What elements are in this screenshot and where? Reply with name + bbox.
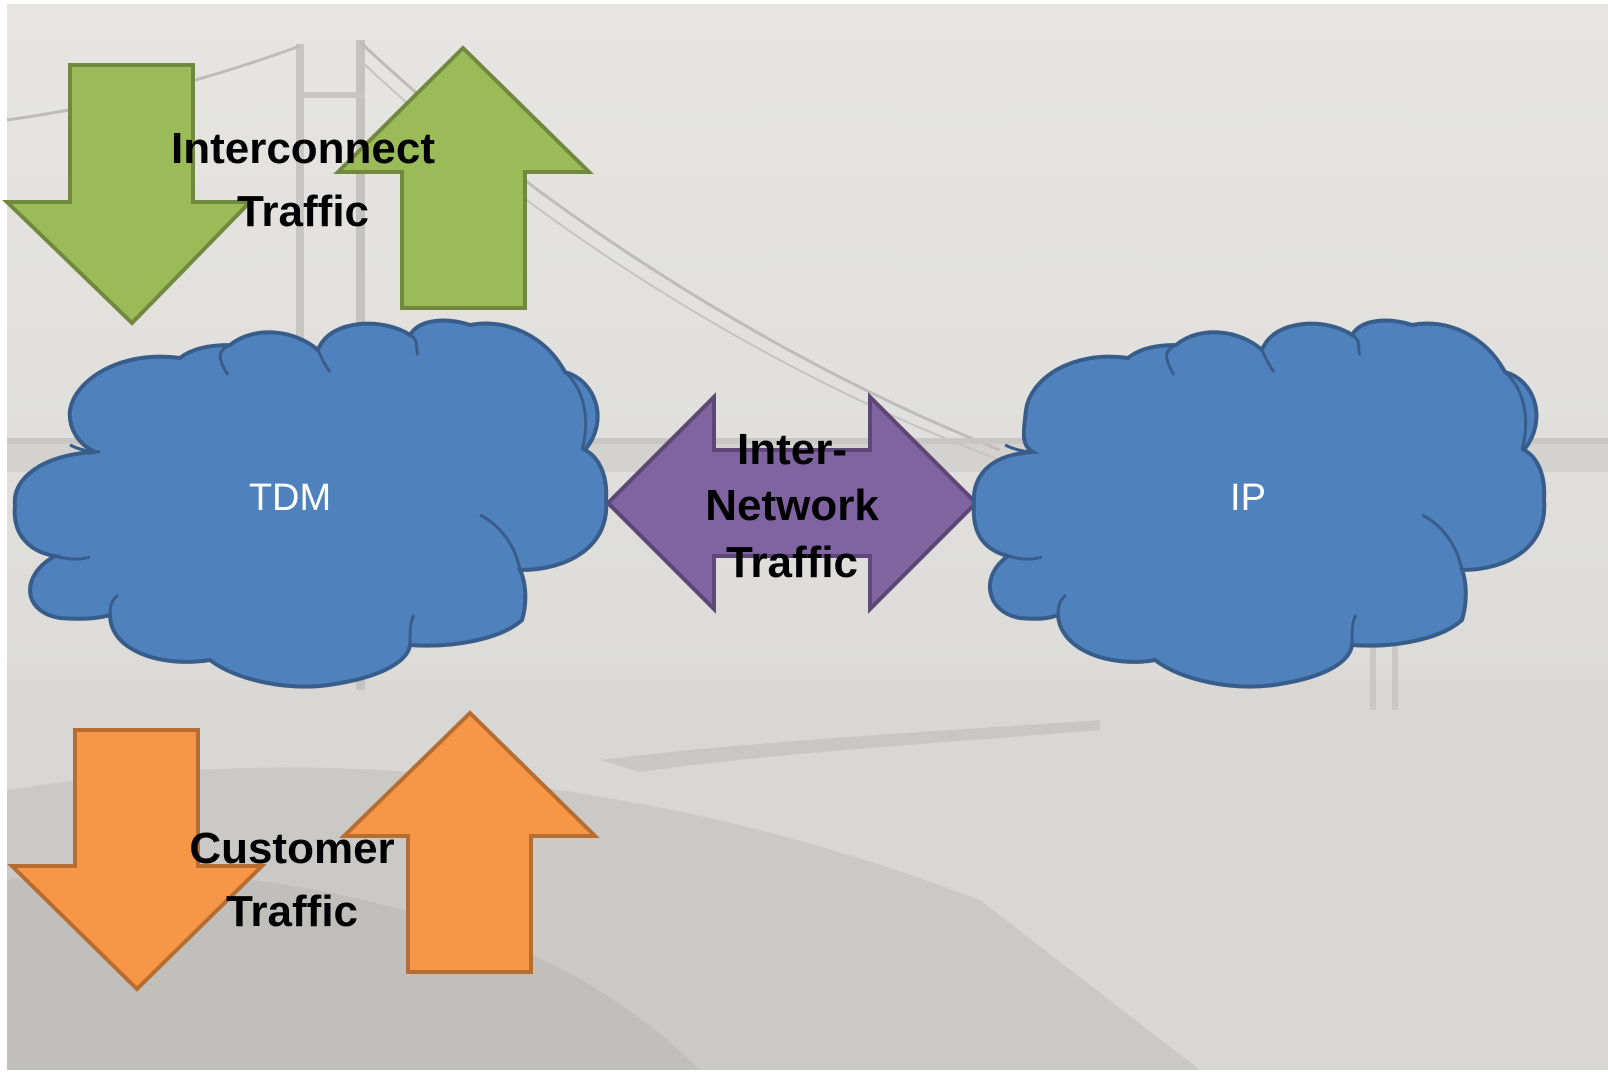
tdm-cloud-shape [12, 318, 609, 689]
interconnect-label-line2: Traffic [237, 187, 369, 236]
customer-traffic-group: Customer Traffic [7, 710, 600, 992]
interconnect-label-line1: Interconnect [171, 124, 435, 173]
ip-label: IP [1230, 477, 1266, 519]
inter-network-label-line2: Network [705, 481, 879, 530]
ip-cloud: IP [971, 318, 1547, 689]
interconnect-up-arrow [333, 45, 594, 310]
interconnect-traffic-group: Interconnect Traffic [2, 45, 594, 326]
tdm-label: TDM [249, 477, 331, 519]
customer-up-arrow [339, 710, 600, 974]
ip-cloud-shape [971, 318, 1547, 689]
customer-label-line2: Traffic [226, 887, 358, 936]
tdm-cloud: TDM [12, 318, 609, 689]
inter-network-label-line1: Inter- [737, 425, 847, 474]
customer-label-line1: Customer [189, 824, 394, 873]
inter-network-traffic-group: Inter- Network Traffic [605, 392, 979, 614]
interconnect-down-arrow [2, 63, 255, 326]
inter-network-label-line3: Traffic [726, 538, 858, 587]
customer-down-arrow [7, 728, 267, 992]
